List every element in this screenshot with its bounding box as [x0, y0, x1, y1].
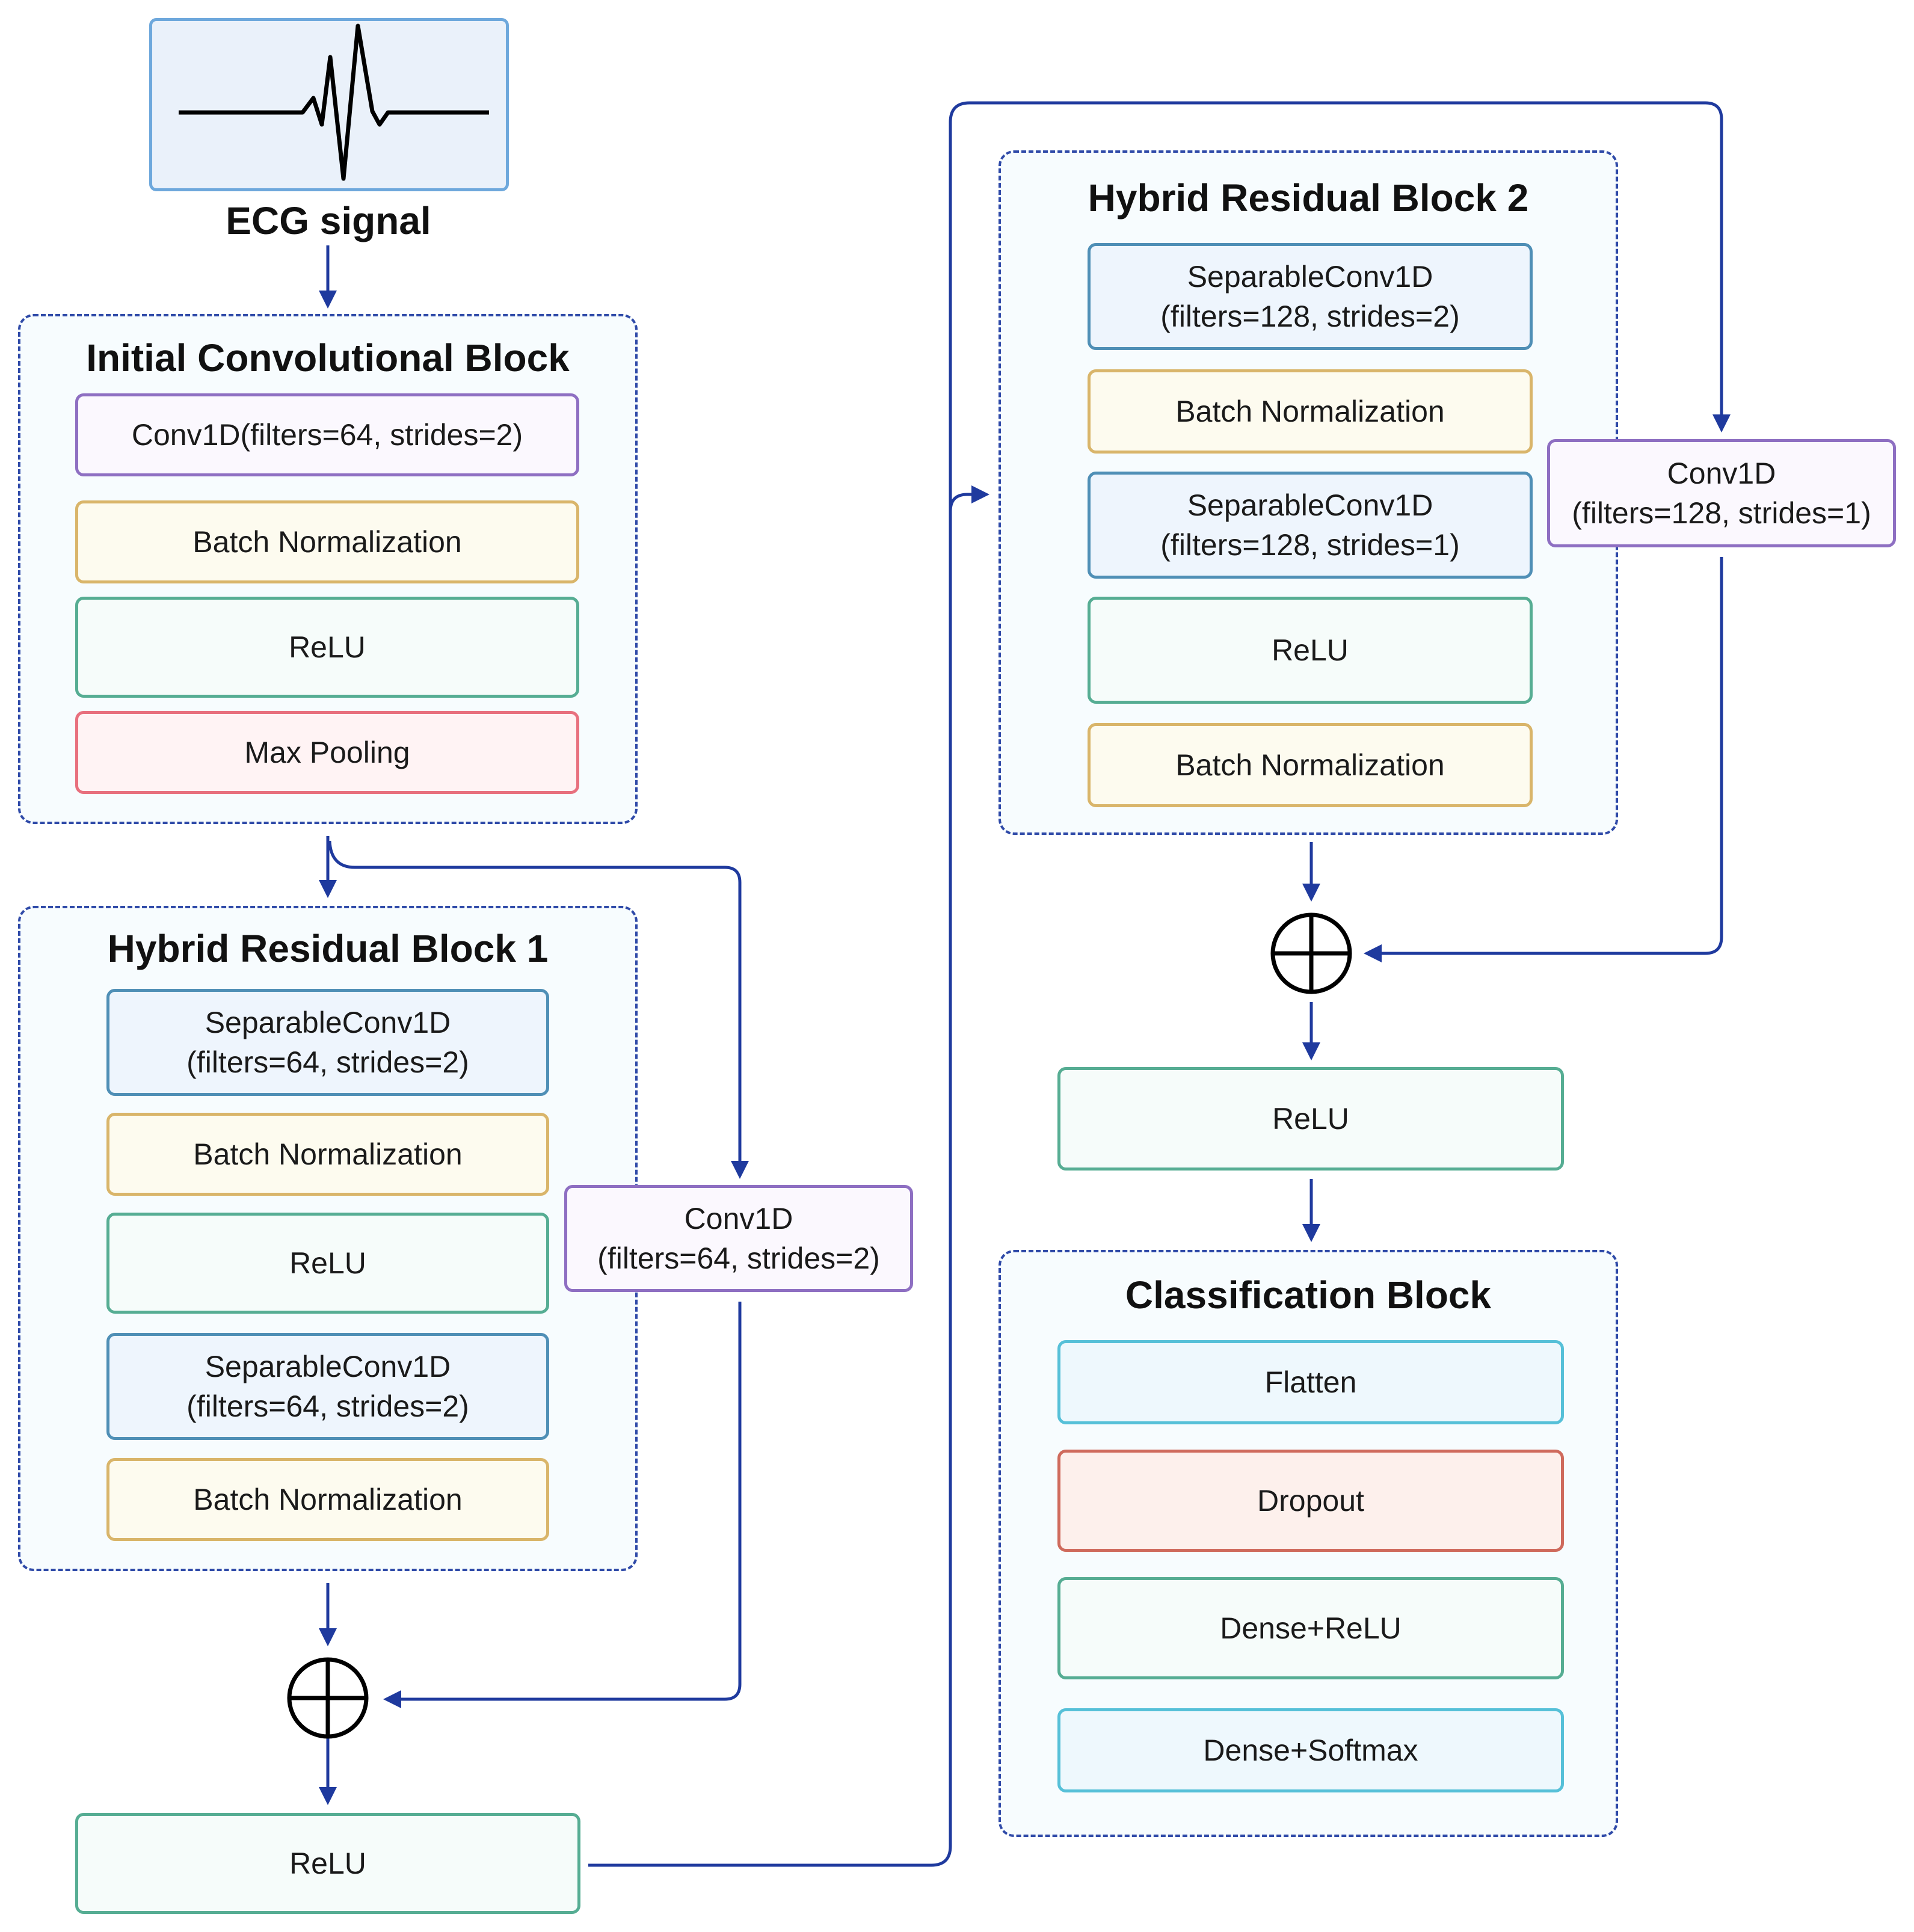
- initial-relu-layer: ReLU: [75, 597, 579, 698]
- rb1-separableconv1d-layer-2: SeparableConv1D (filters=64, strides=2): [106, 1333, 549, 1440]
- shortcut-path-rb1: [328, 840, 749, 1179]
- add-node-1: [287, 1657, 369, 1739]
- rb2-output-relu: ReLU: [1057, 1067, 1564, 1171]
- rb2-batchnorm-layer-1: Batch Normalization: [1088, 369, 1533, 454]
- rb2-batchnorm-layer-2: Batch Normalization: [1088, 723, 1533, 807]
- residual-block-2-title: Hybrid Residual Block 2: [1088, 176, 1529, 220]
- initial-conv1d-layer: Conv1D(filters=64, strides=2): [75, 393, 579, 476]
- path-relu-to-rb2: [588, 101, 1731, 1867]
- rb2-shortcut-conv1d: Conv1D (filters=128, strides=1): [1547, 439, 1896, 547]
- initial-block-title: Initial Convolutional Block: [86, 336, 570, 380]
- shortcut-path-rb1-return: [383, 1302, 742, 1708]
- rb2-separableconv1d-layer-2: SeparableConv1D (filters=128, strides=1): [1088, 472, 1533, 579]
- rb1-separableconv1d-layer-1: SeparableConv1D (filters=64, strides=2): [106, 989, 549, 1096]
- residual-block-1-title: Hybrid Residual Block 1: [107, 927, 549, 970]
- dropout-layer: Dropout: [1057, 1450, 1564, 1552]
- branch-into-rb2: [949, 485, 989, 512]
- rb1-shortcut-conv1d: Conv1D (filters=64, strides=2): [564, 1185, 913, 1292]
- dense-softmax-layer: Dense+Softmax: [1057, 1708, 1564, 1792]
- rb1-batchnorm-layer-1: Batch Normalization: [106, 1113, 549, 1196]
- rb1-output-relu: ReLU: [75, 1813, 580, 1914]
- dense-relu-layer: Dense+ReLU: [1057, 1577, 1564, 1679]
- classification-block-title: Classification Block: [1125, 1273, 1492, 1317]
- max-pooling-layer: Max Pooling: [75, 711, 579, 794]
- ecg-waveform-icon: [179, 23, 489, 181]
- flatten-layer: Flatten: [1057, 1340, 1564, 1424]
- add-node-2: [1270, 912, 1352, 994]
- ecg-signal-label: ECG signal: [226, 199, 431, 242]
- shortcut-path-rb2-return: [1364, 557, 1723, 962]
- rb2-separableconv1d-layer-1: SeparableConv1D (filters=128, strides=2): [1088, 243, 1533, 350]
- rb1-relu-layer: ReLU: [106, 1213, 549, 1314]
- rb2-relu-layer: ReLU: [1088, 597, 1533, 704]
- initial-batchnorm-layer: Batch Normalization: [75, 500, 579, 583]
- rb1-batchnorm-layer-2: Batch Normalization: [106, 1458, 549, 1541]
- ecg-input-panel: [149, 18, 509, 191]
